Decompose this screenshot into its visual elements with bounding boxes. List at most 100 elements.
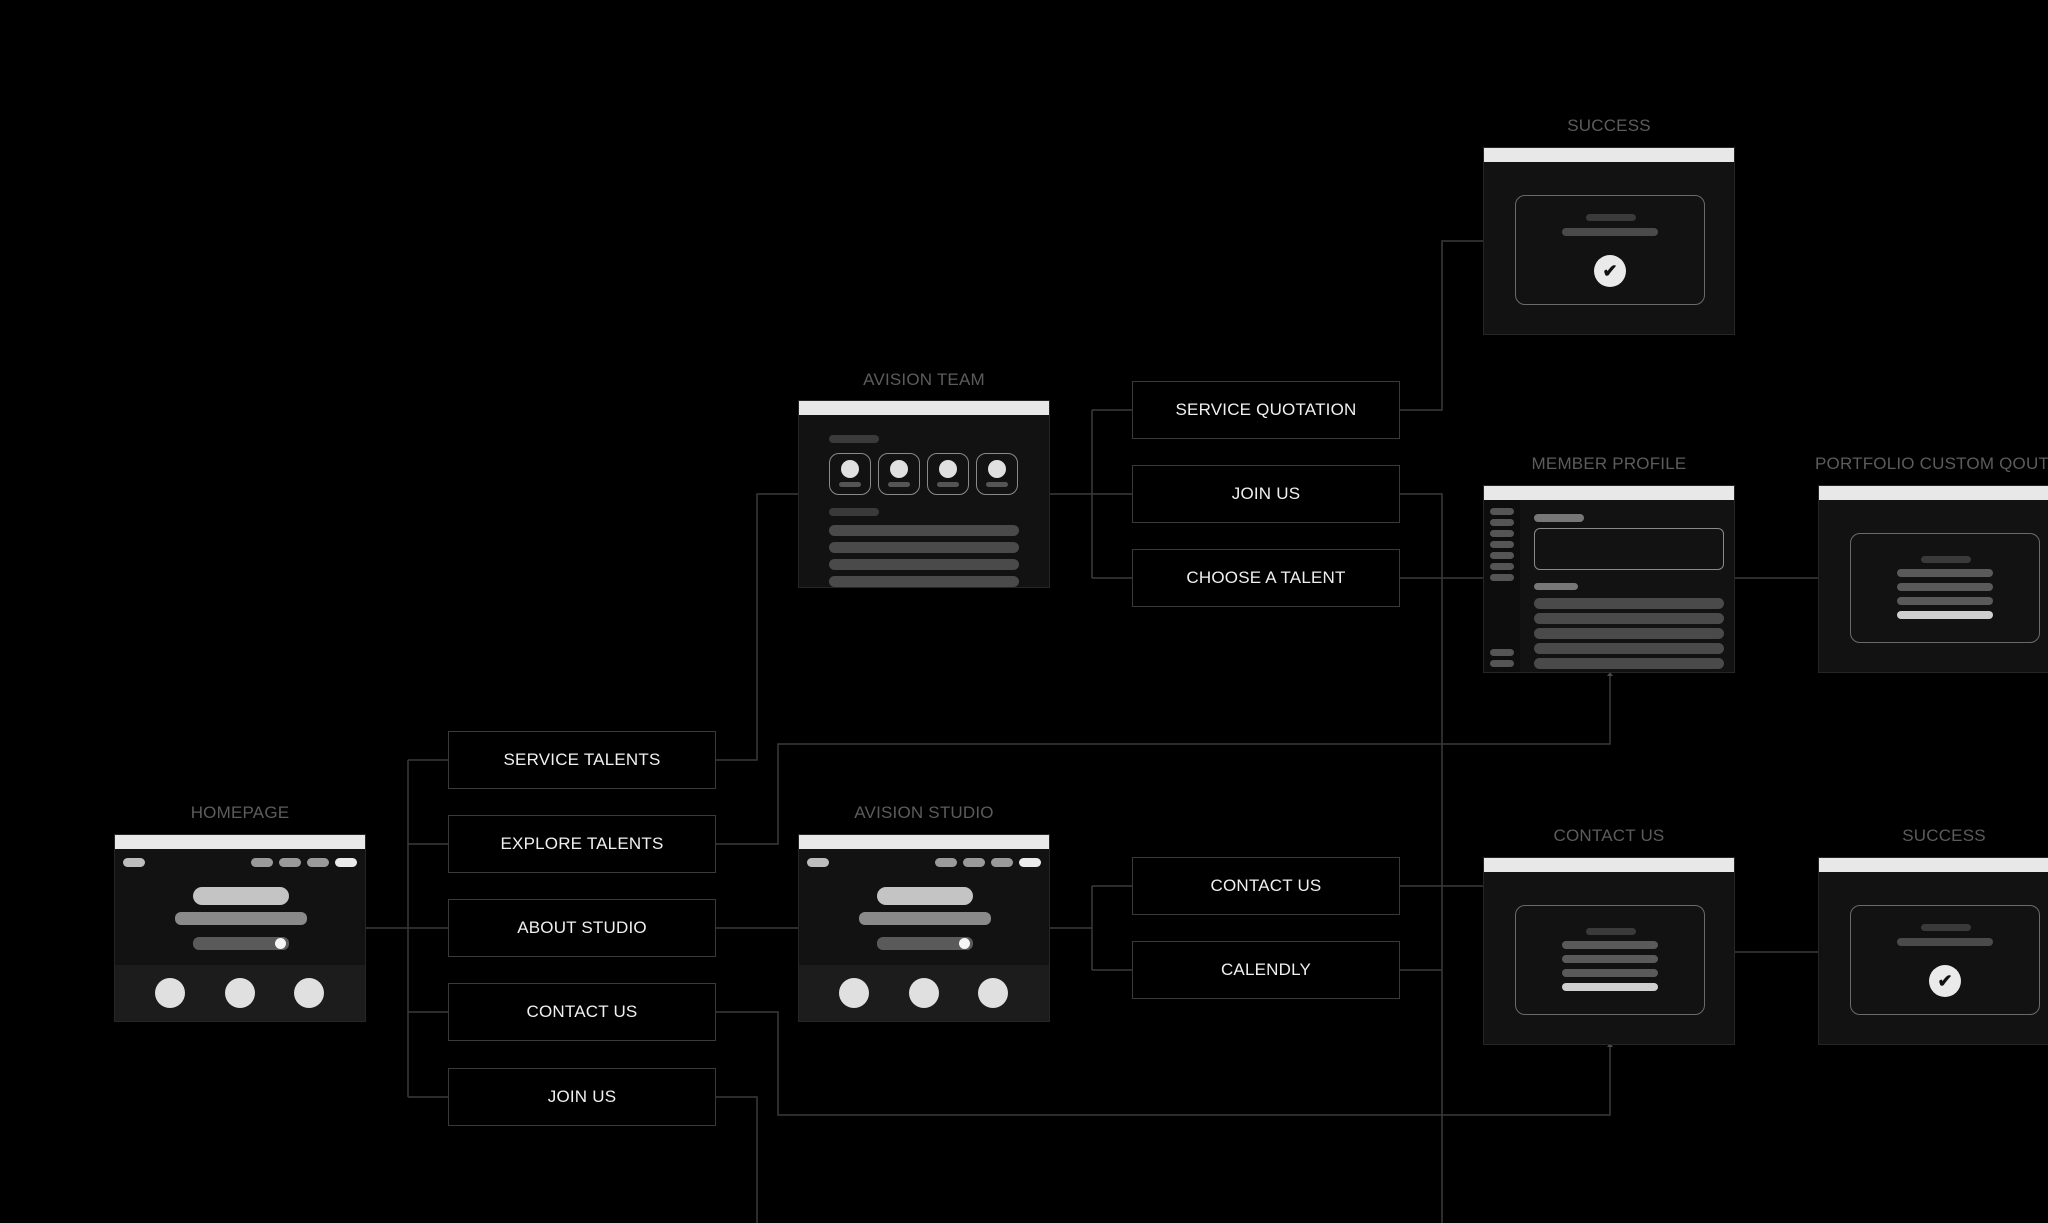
avision-team-title: AVISION TEAM <box>863 370 985 389</box>
nav-placeholder <box>279 858 301 867</box>
sidebar-item-placeholder <box>1490 541 1514 548</box>
text-line-placeholder <box>1562 941 1658 949</box>
feature-circle <box>155 978 185 1008</box>
quotation-card <box>1850 533 2040 643</box>
text-line-placeholder <box>829 542 1019 553</box>
calendly-node[interactable]: CALENDLY <box>1132 941 1400 999</box>
hero-cta-placeholder <box>193 937 289 950</box>
hero-heading-placeholder <box>877 887 973 905</box>
success-top-screen[interactable]: ✔ <box>1483 147 1735 335</box>
portfolio-screen[interactable] <box>1818 485 2048 673</box>
nav-placeholder <box>963 858 985 867</box>
name-placeholder <box>839 482 861 487</box>
success-bottom-screen[interactable]: ✔ <box>1818 857 2048 1045</box>
name-placeholder <box>937 482 959 487</box>
feature-circle <box>978 978 1008 1008</box>
service-talents-node[interactable]: SERVICE TALENTS <box>448 731 716 789</box>
sidebar-item-placeholder <box>1490 519 1514 526</box>
contact-us-node[interactable]: CONTACT US <box>448 983 716 1041</box>
text-line-placeholder <box>1897 597 1993 605</box>
success-top-title: SUCCESS <box>1567 116 1651 135</box>
success-card: ✔ <box>1850 905 2040 1015</box>
text-line-placeholder <box>1534 598 1724 609</box>
cta-dot <box>275 938 286 949</box>
feature-circle <box>294 978 324 1008</box>
success-card: ✔ <box>1515 195 1705 305</box>
contact-us-studio-node[interactable]: CONTACT US <box>1132 857 1400 915</box>
portfolio-title: PORTFOLIO CUSTOM QOUTATION <box>1815 454 2048 473</box>
contact-us-title: CONTACT US <box>1553 826 1665 845</box>
text-line-placeholder <box>829 525 1019 536</box>
check-icon: ✔ <box>1929 965 1961 997</box>
text-line-placeholder <box>829 559 1019 570</box>
explore-talents-node[interactable]: EXPLORE TALENTS <box>448 815 716 873</box>
name-placeholder <box>986 482 1008 487</box>
team-member-card <box>829 453 871 495</box>
section-label-placeholder <box>829 435 879 443</box>
hero-text-placeholder <box>175 912 307 925</box>
text-line-placeholder <box>1586 928 1636 935</box>
text-line-placeholder <box>1562 228 1658 236</box>
feature-circle <box>909 978 939 1008</box>
contact-form-card <box>1515 905 1705 1015</box>
join-us-team-node[interactable]: JOIN US <box>1132 465 1400 523</box>
service-quotation-node[interactable]: SERVICE QUOTATION <box>1132 381 1400 439</box>
browser-bar <box>1484 858 1734 872</box>
success-bottom-title: SUCCESS <box>1902 826 1986 845</box>
avision-team-screen[interactable] <box>798 400 1050 588</box>
text-line-placeholder <box>829 576 1019 587</box>
cta-dot <box>959 938 970 949</box>
contact-us-screen[interactable] <box>1483 857 1735 1045</box>
feature-circle <box>225 978 255 1008</box>
heading-placeholder <box>1534 583 1578 590</box>
heading-placeholder <box>1534 514 1584 522</box>
hero-heading-placeholder <box>193 887 289 905</box>
section-label-placeholder <box>829 508 879 516</box>
text-line-placeholder <box>1897 938 1993 946</box>
sidebar-item-placeholder <box>1490 574 1514 581</box>
avision-studio-title: AVISION STUDIO <box>854 803 994 822</box>
team-member-card <box>976 453 1018 495</box>
text-line-placeholder <box>1562 969 1658 977</box>
profile-header-card <box>1534 528 1724 570</box>
text-line-placeholder <box>1534 613 1724 624</box>
sidebar-item-placeholder <box>1490 530 1514 537</box>
profile-sidebar <box>1484 500 1520 672</box>
browser-bar <box>799 401 1049 415</box>
homepage-screen[interactable] <box>114 834 366 1022</box>
member-profile-screen[interactable] <box>1483 485 1735 673</box>
nav-placeholder <box>251 858 273 867</box>
homepage-title: HOMEPAGE <box>190 803 290 822</box>
browser-bar <box>1819 858 2048 872</box>
team-member-card <box>927 453 969 495</box>
avatar <box>890 460 908 478</box>
hero-text-placeholder <box>859 912 991 925</box>
avision-studio-screen[interactable] <box>798 834 1050 1022</box>
member-profile-title: MEMBER PROFILE <box>1531 454 1687 473</box>
about-studio-node[interactable]: ABOUT STUDIO <box>448 899 716 957</box>
choose-a-talent-node[interactable]: CHOOSE A TALENT <box>1132 549 1400 607</box>
logo-placeholder <box>123 858 145 867</box>
team-member-card <box>878 453 920 495</box>
browser-bar <box>115 835 365 849</box>
browser-bar <box>1819 486 2048 500</box>
sidebar-item-placeholder <box>1490 552 1514 559</box>
text-line-placeholder <box>1921 924 1971 931</box>
check-icon: ✔ <box>1594 255 1626 287</box>
join-us-node[interactable]: JOIN US <box>448 1068 716 1126</box>
sidebar-item-placeholder <box>1490 508 1514 515</box>
submit-placeholder <box>1897 611 1993 619</box>
text-line-placeholder <box>1921 556 1971 563</box>
browser-bar <box>799 835 1049 849</box>
hero-cta-placeholder <box>877 937 973 950</box>
logo-placeholder <box>807 858 829 867</box>
browser-bar <box>1484 486 1734 500</box>
nav-button-placeholder <box>1019 858 1041 867</box>
name-placeholder <box>888 482 910 487</box>
nav-placeholder <box>991 858 1013 867</box>
text-line-placeholder <box>1534 658 1724 669</box>
text-line-placeholder <box>1562 955 1658 963</box>
sidebar-item-placeholder <box>1490 563 1514 570</box>
nav-placeholder <box>307 858 329 867</box>
